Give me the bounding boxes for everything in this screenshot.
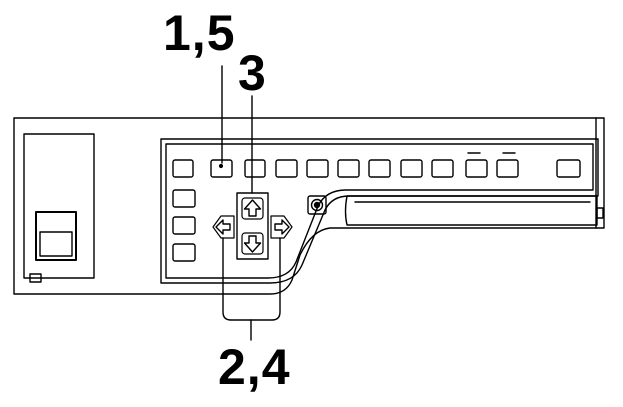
button-top-8[interactable] xyxy=(400,159,423,178)
up-arrow-button[interactable] xyxy=(241,197,264,220)
left-arrow-icon xyxy=(215,219,231,235)
button-top-2-led xyxy=(218,163,224,169)
button-left-2[interactable] xyxy=(172,216,196,235)
callout-step-1-5: 1,5 xyxy=(163,5,236,61)
left-button-column xyxy=(172,189,196,262)
button-top-10[interactable] xyxy=(465,159,488,178)
power-indicator xyxy=(29,273,42,283)
callout-step-3: 3 xyxy=(238,45,266,101)
button-top-6[interactable] xyxy=(337,159,360,178)
button-top-3[interactable] xyxy=(244,159,266,178)
tray-latch xyxy=(596,207,604,219)
button-left-3[interactable] xyxy=(172,243,196,262)
button-top-5[interactable] xyxy=(306,159,329,178)
tray-slot xyxy=(344,195,598,226)
button-top-1[interactable] xyxy=(172,159,194,178)
button-top-9[interactable] xyxy=(431,159,454,178)
right-arrow-button[interactable] xyxy=(270,215,293,239)
eject-slot-inner xyxy=(39,231,73,257)
left-arrow-button[interactable] xyxy=(212,215,235,239)
up-arrow-icon xyxy=(243,199,262,217)
button-top-12[interactable] xyxy=(556,159,581,178)
button-top-11[interactable] xyxy=(496,159,519,178)
button-left-1[interactable] xyxy=(172,189,196,208)
down-arrow-button[interactable] xyxy=(241,232,264,255)
chassis-outline xyxy=(13,117,605,295)
round-knob-icon[interactable] xyxy=(307,195,327,215)
drive-bay xyxy=(23,133,95,279)
top-button-row xyxy=(172,152,581,178)
down-arrow-icon xyxy=(243,235,262,253)
control-panel-outer xyxy=(165,143,594,279)
button-top-4[interactable] xyxy=(275,159,298,178)
callout-step-2-4: 2,4 xyxy=(218,339,291,395)
right-arrow-icon xyxy=(274,219,290,235)
button-top-7[interactable] xyxy=(368,159,391,178)
eject-slot xyxy=(35,211,77,261)
